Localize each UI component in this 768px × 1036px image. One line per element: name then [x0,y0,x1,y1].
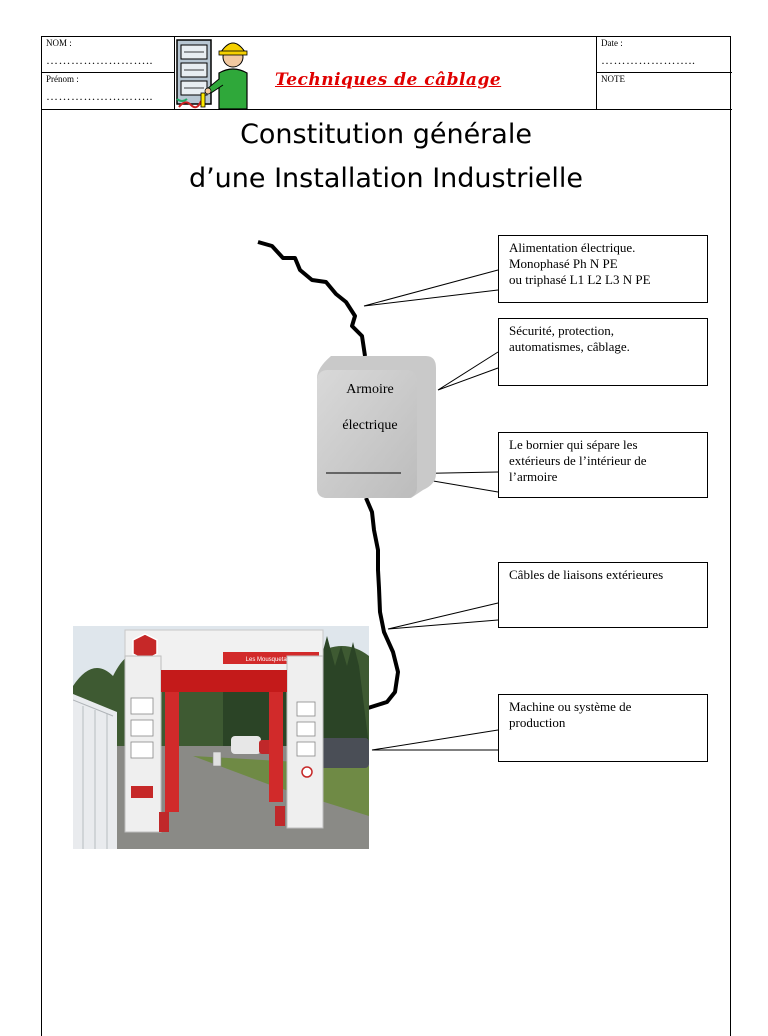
nom-label: NOM : [46,38,72,48]
callout-security: Sécurité, protection, automatismes, câbl… [498,318,708,386]
supply-cable [257,240,367,357]
callout-external-cables: Câbles de liaisons extérieures [498,562,708,628]
prenom-label: Prénom : [46,74,79,84]
callout-text: ou triphasé L1 L2 L3 N PE [509,272,651,287]
note-label: NOTE [601,74,625,84]
nom-field[interactable]: NOM : …………………….. [42,37,174,73]
electrician-logo-icon [176,39,248,110]
callout-text: automatismes, câblage. [509,339,630,354]
worksheet-frame: NOM : …………………….. Prénom : …………………….. [41,36,732,1036]
callout-text: Sécurité, protection, [509,323,615,338]
output-cable [364,497,400,710]
note-field[interactable]: NOTE [597,73,732,109]
subject-title: Techniques de câblage [275,70,502,90]
date-label: Date : [601,38,623,48]
page-title-line2: d’une Installation Industrielle [188,163,584,194]
leader-external-cables [387,602,499,630]
nom-dots: …………………….. [46,53,153,67]
electrical-cabinet [317,356,436,498]
header-title-box: Techniques de câblage [175,37,596,110]
date-field[interactable]: Date : ………………….. [597,37,732,73]
callout-text: Machine ou système de [509,699,632,714]
leader-security [437,351,499,391]
cabinet-label-line1: Armoire [346,382,394,397]
callout-text: Monophasé Ph N PE [509,256,618,271]
date-note-box: Date : ………………….. NOTE [596,37,732,110]
callout-terminal-block: Le bornier qui sépare les extérieurs de … [498,432,708,498]
gantry-sign-text: Les Mousquetaires [246,657,297,663]
leader-machine [371,729,499,751]
page-title-line1: Constitution générale [240,119,532,150]
prenom-dots: …………………….. [46,89,153,103]
callout-text: Câbles de liaisons extérieures [509,567,664,582]
callout-text: extérieurs de l’intérieur de [509,453,647,468]
callout-text: Le bornier qui sépare les [509,437,638,452]
leader-supply [363,269,499,307]
callout-text: l’armoire [509,469,558,484]
date-dots: ………………….. [601,53,696,67]
callout-text: Alimentation électrique. [509,240,636,255]
car-wash-photo: Les Mousquetaires [73,626,369,849]
callout-power-supply: Alimentation électrique. Monophasé Ph N … [498,235,708,303]
cabinet-label-line2: électrique [342,418,398,433]
prenom-field[interactable]: Prénom : …………………….. [42,73,174,109]
student-info-box: NOM : …………………….. Prénom : …………………….. [42,37,175,110]
callout-text: production [509,715,566,730]
callout-machine: Machine ou système de production [498,694,708,762]
